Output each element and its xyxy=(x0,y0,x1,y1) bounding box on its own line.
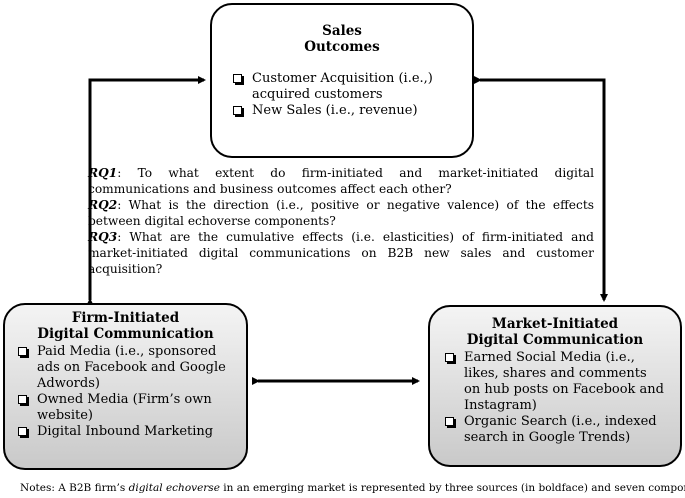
research-question: RQ3: What are the cumulative effects (i.… xyxy=(88,229,594,277)
firm-items: Paid Media (i.e., sponsored ads on Faceb… xyxy=(17,344,234,440)
market-box-title: Market-Initiated Digital Communication xyxy=(430,316,680,348)
firm-title-line1: Firm-Initiated xyxy=(71,310,180,326)
market-item-text: Organic Search (i.e., indexed search in … xyxy=(464,414,657,445)
checkbox-icon xyxy=(233,74,242,83)
sales-title-line2: Outcomes xyxy=(304,39,380,55)
list-item: Earned Social Media (i.e., likes, shares… xyxy=(444,350,666,414)
sales-items: Customer Acquisition (i.e.,) acquired cu… xyxy=(232,71,462,119)
rq-text: : What is the direction (i.e., positive … xyxy=(88,198,594,228)
list-item: Customer Acquisition (i.e.,) acquired cu… xyxy=(232,71,462,103)
sales-outcomes-box: Sales Outcomes Customer Acquisition (i.e… xyxy=(210,3,474,158)
notes-before: Notes: A B2B firm’s xyxy=(20,482,129,494)
notes-italic: digital echoverse xyxy=(128,482,220,494)
list-item: Digital Inbound Marketing xyxy=(17,424,234,440)
firm-item-text: Owned Media (Firm’s own website) xyxy=(37,392,212,423)
list-item: Organic Search (i.e., indexed search in … xyxy=(444,414,666,446)
market-initiated-box: Market-Initiated Digital Communication E… xyxy=(428,305,682,467)
checkbox-icon xyxy=(445,353,454,362)
list-item: New Sales (i.e., revenue) xyxy=(232,103,462,119)
rq-label: RQ1 xyxy=(88,166,118,180)
checkbox-icon xyxy=(233,106,242,115)
notes-after: in an emerging market is represented by … xyxy=(219,482,685,494)
list-item: Paid Media (i.e., sponsored ads on Faceb… xyxy=(17,344,234,392)
firm-item-text: Digital Inbound Marketing xyxy=(37,424,214,439)
rq-label: RQ2 xyxy=(88,198,118,212)
market-title-line1: Market-Initiated xyxy=(491,316,619,332)
sales-item-text: Customer Acquisition (i.e.,) acquired cu… xyxy=(252,71,433,102)
market-item-text: Earned Social Media (i.e., likes, shares… xyxy=(464,350,665,413)
research-questions: RQ1: To what extent do firm-initiated an… xyxy=(88,165,594,277)
rq-text: : What are the cumulative effects (i.e. … xyxy=(88,230,594,276)
research-question: RQ2: What is the direction (i.e., positi… xyxy=(88,197,594,229)
checkbox-icon xyxy=(18,427,27,436)
market-items: Earned Social Media (i.e., likes, shares… xyxy=(444,350,666,446)
checkbox-icon xyxy=(18,347,27,356)
firm-title-line2: Digital Communication xyxy=(37,326,214,342)
market-title-line2: Digital Communication xyxy=(466,332,644,348)
sales-box-title: Sales Outcomes xyxy=(212,23,472,55)
checkbox-icon xyxy=(18,395,27,404)
list-item: Owned Media (Firm’s own website) xyxy=(17,392,234,424)
firm-initiated-box: Firm-Initiated Digital Communication Pai… xyxy=(3,303,248,470)
checkbox-icon xyxy=(445,417,454,426)
research-question: RQ1: To what extent do firm-initiated an… xyxy=(88,165,594,197)
figure-notes: Notes: A B2B firm’s digital echoverse in… xyxy=(20,482,685,494)
sales-market-arrow xyxy=(474,76,608,302)
firm-item-text: Paid Media (i.e., sponsored ads on Faceb… xyxy=(37,344,226,391)
rq-text: : To what extent do firm-initiated and m… xyxy=(88,166,594,196)
sales-item-text: New Sales (i.e., revenue) xyxy=(252,103,418,118)
rq-label: RQ3 xyxy=(88,230,118,244)
sales-title-line1: Sales xyxy=(322,23,362,39)
sales-firm-arrow xyxy=(86,76,206,306)
firm-box-title: Firm-Initiated Digital Communication xyxy=(5,310,246,342)
